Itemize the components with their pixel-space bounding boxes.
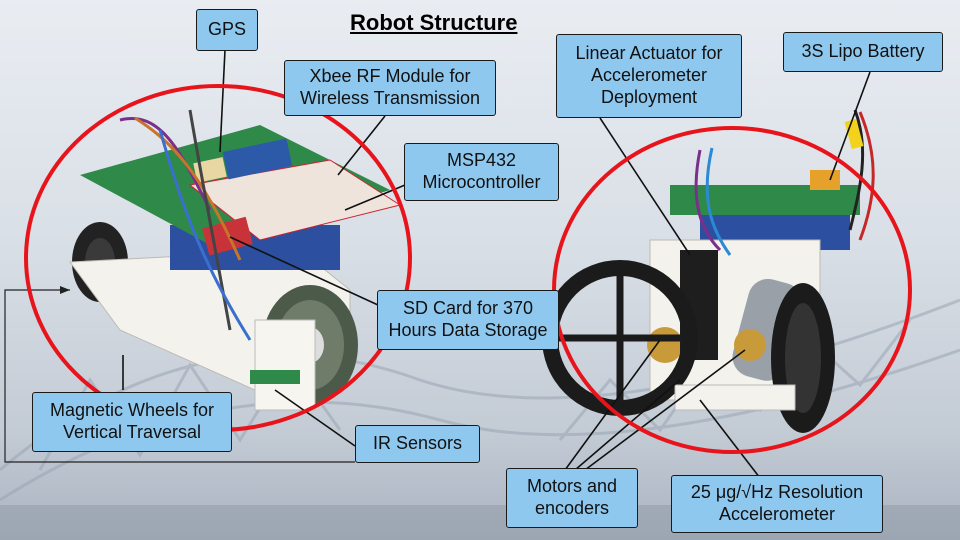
sd-callout: SD Card for 370 Hours Data Storage [377, 290, 559, 350]
linear-actuator-callout: Linear Actuator for Accelerometer Deploy… [556, 34, 742, 118]
gps-callout: GPS [196, 9, 258, 51]
right-robot-image [542, 109, 875, 433]
msp-callout: MSP432 Microcontroller [404, 143, 559, 201]
xbee-callout: Xbee RF Module for Wireless Transmission [284, 60, 496, 116]
ir-sensors-callout: IR Sensors [355, 425, 480, 463]
left-robot-image [69, 109, 402, 411]
motors-callout: Motors and encoders [506, 468, 638, 528]
magnetic-wheels-callout: Magnetic Wheels for Vertical Traversal [32, 392, 232, 452]
slide-title: Robot Structure [350, 10, 518, 35]
battery-callout: 3S Lipo Battery [783, 32, 943, 72]
accelerometer-callout: 25 μg/√Hz Resolution Accelerometer [671, 475, 883, 533]
